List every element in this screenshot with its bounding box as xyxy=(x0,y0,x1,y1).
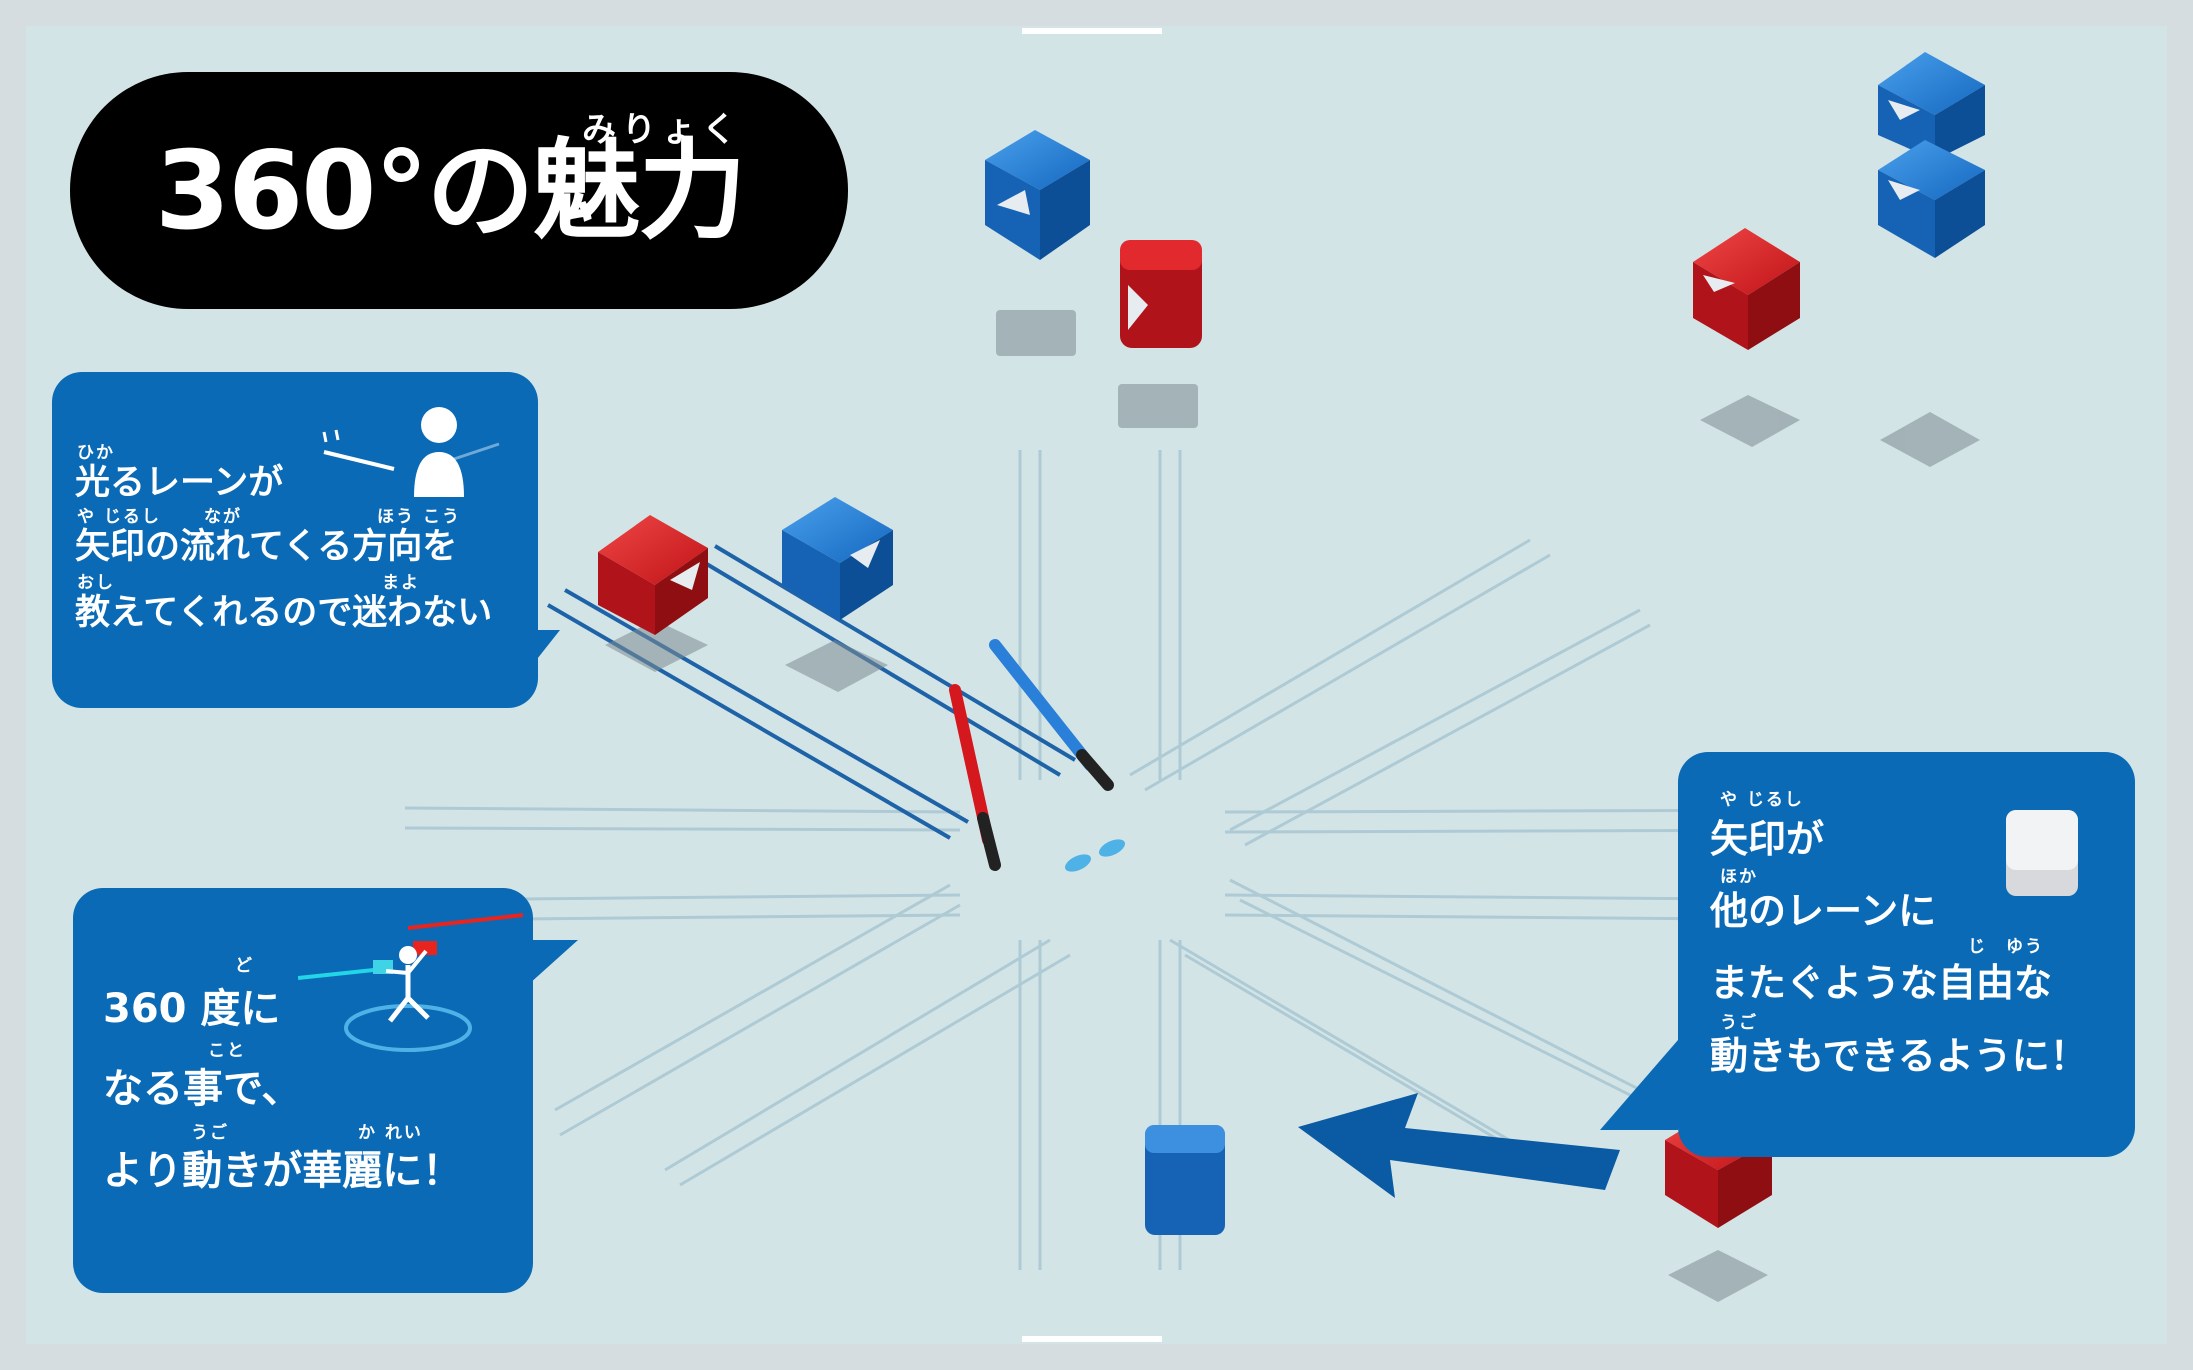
info-bubble-360: ど 360 度に こと なる事で、 うご か れい より動きが華麗に！ xyxy=(73,888,533,1293)
blue-cube xyxy=(985,130,1090,260)
ruby: まよ xyxy=(382,573,420,593)
bubble-text-line: なる事で、 xyxy=(103,1066,302,1112)
page-title: 360°の魅力 xyxy=(155,129,746,254)
title-ruby: みりょく xyxy=(582,110,742,150)
blue-cube xyxy=(1145,1125,1225,1235)
blue-cube xyxy=(782,497,893,620)
red-saber xyxy=(949,684,1001,871)
ruby: ほう こう xyxy=(377,507,461,527)
red-cube xyxy=(1693,228,1800,350)
blue-cube xyxy=(1878,52,1985,160)
bubble-text-line: 矢印の流れてくる方向を xyxy=(75,527,458,567)
title-pill xyxy=(70,72,848,309)
ruby: うご xyxy=(191,1123,229,1143)
person-icon xyxy=(322,407,500,497)
ruby: か れい xyxy=(358,1123,423,1143)
dancer-icon xyxy=(298,913,524,1052)
ruby: ひか xyxy=(77,443,115,463)
bubble-text-line: 光るレーンが xyxy=(75,463,284,503)
info-bubble-lanes: ひか 光るレーンが や じるし なが ほう こう 矢印の流れてくる方向を おし … xyxy=(52,372,538,708)
cube-shadows xyxy=(605,310,1980,1302)
bubble-text-line: 矢印が xyxy=(1710,817,1825,861)
ruby: おし xyxy=(77,573,115,593)
ruby: うご xyxy=(1720,1013,1758,1033)
bubble-text-line: 動きもできるように！ xyxy=(1710,1034,2088,1078)
ruby: や じるし xyxy=(77,507,161,527)
footprints-icon xyxy=(1064,839,1126,872)
bubble-text-line: 他のレーンに xyxy=(1710,889,1937,933)
red-cube xyxy=(1120,240,1202,348)
info-bubble-arrow: や じるし 矢印が ほか 他のレーンに じ ゆう またぐような自由な うご 動き… xyxy=(1678,752,2135,1157)
ruby: や じるし xyxy=(1720,790,1804,810)
blue-cube xyxy=(1878,140,1985,258)
ruby: こと xyxy=(208,1041,246,1061)
bubble-text-line: 教えてくれるので迷わない xyxy=(75,593,493,633)
red-cube xyxy=(598,515,708,635)
bubble-text-line: 360 度に xyxy=(103,986,281,1032)
ruby: じ ゆう xyxy=(1968,937,2044,957)
frame-notch-bottom xyxy=(1022,1336,1162,1342)
ruby: ほか xyxy=(1720,867,1758,887)
bubble-text-line: より動きが華麗に！ xyxy=(103,1148,463,1194)
frame-notch-top xyxy=(1022,28,1162,34)
blue-saber xyxy=(989,639,1114,791)
ruby: ど xyxy=(235,956,254,976)
direction-arrow xyxy=(1298,1093,1620,1198)
ruby: なが xyxy=(204,507,242,527)
white-cube-icon xyxy=(2006,810,2078,896)
bubble-text-line: またぐような自由な xyxy=(1710,961,2053,1005)
bubble-tail xyxy=(1600,1040,1678,1130)
